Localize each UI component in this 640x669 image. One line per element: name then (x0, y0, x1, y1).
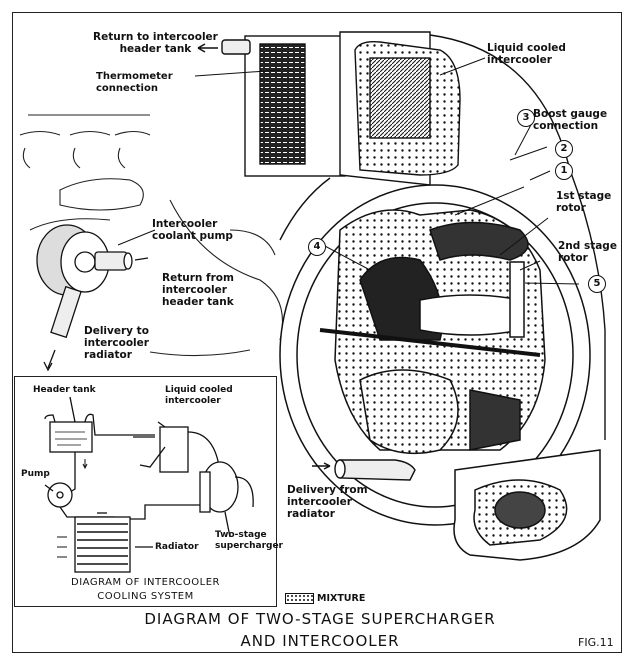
label-delivery-from-radiator: Delivery from intercooler radiator (287, 484, 368, 520)
label-liquid-cooled-intercooler: Liquid cooled intercooler (487, 42, 566, 66)
legend: MIXTURE (285, 593, 365, 604)
inset-title-line1: DIAGRAM OF INTERCOOLER (71, 577, 220, 588)
callout-5: 5 (588, 275, 606, 293)
inset-schematic (44, 396, 254, 573)
label-boost-gauge-connection: Boost gauge connection (533, 108, 608, 132)
label-return-from-header-tank: Return from intercooler header tank (162, 272, 234, 308)
delivery-pipe (312, 459, 416, 481)
figure-number: FIG.11 (578, 636, 614, 649)
intercooler-drawing (197, 31, 461, 186)
inset-label-header-tank: Header tank (33, 385, 96, 395)
label-second-stage-rotor: 2nd stage rotor (558, 240, 617, 264)
inset-label-pump: Pump (21, 469, 50, 479)
legend-label: MIXTURE (317, 593, 366, 604)
mixture-swatch-icon (285, 593, 314, 604)
callout-3: 3 (517, 109, 535, 127)
callout-4: 4 (308, 238, 326, 256)
label-thermometer-connection: Thermometer connection (96, 71, 173, 94)
label-intercooler-coolant-pump: Intercooler coolant pump (152, 218, 233, 242)
inset-label-radiator: Radiator (155, 542, 199, 552)
figure-title-line1: DIAGRAM OF TWO-STAGE SUPERCHARGER (144, 610, 496, 628)
figure-frame (12, 12, 622, 653)
coolant-pump-drawing (36, 224, 149, 372)
leader-lines (117, 57, 580, 285)
engine-outline (19, 114, 284, 357)
supercharger-casing (279, 184, 601, 561)
label-return-to-header-tank: Return to intercooler header tank (93, 31, 218, 55)
figure-title-line2: AND INTERCOOLER (240, 632, 400, 650)
inset-label-two-stage-supercharger: Two-stage supercharger (215, 530, 283, 551)
callout-2: 2 (555, 140, 573, 158)
inset-label-liquid-cooled-intercooler: Liquid cooled intercooler (165, 385, 233, 406)
label-delivery-to-radiator: Delivery to intercooler radiator (84, 325, 149, 361)
inset-title-line2: COOLING SYSTEM (97, 591, 194, 602)
inset-cooling-system-diagram: Header tank Liquid cooled intercooler Pu… (14, 376, 283, 607)
label-first-stage-rotor: 1st stage rotor (556, 190, 612, 214)
callout-1: 1 (555, 162, 573, 180)
